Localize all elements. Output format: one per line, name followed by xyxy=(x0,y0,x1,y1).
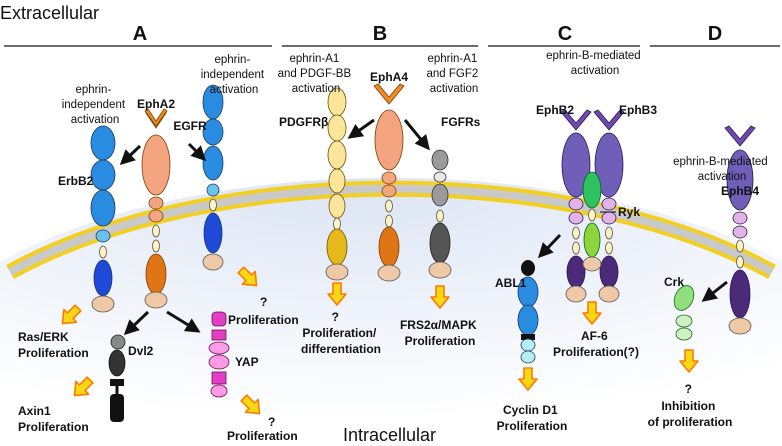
outcome-frs2-mapk: FRS2α/MAPK xyxy=(400,318,477,332)
label-abl1: ABL1 xyxy=(495,276,527,290)
note-c-line2: activation xyxy=(571,65,620,77)
abl1-adaptor xyxy=(517,260,539,364)
ephb2-receptor xyxy=(560,109,592,303)
label-erbb2: ErbB2 xyxy=(58,174,94,188)
label-ephb2: EphB2 xyxy=(536,103,574,117)
outcome-cyclin-d1: Cyclin D1 xyxy=(503,403,558,417)
egfr-receptor xyxy=(202,84,224,271)
outcome-ras-erk-proliferation: Proliferation xyxy=(18,346,89,360)
outcome-yap-question: ? xyxy=(268,415,275,429)
intracellular-label: Intracellular xyxy=(343,425,436,445)
label-ryk: Ryk xyxy=(618,205,640,219)
note-a-egfr-line3: activation xyxy=(210,84,259,96)
label-egfr: EGFR xyxy=(173,119,207,133)
note-a-egfr-line2: independent xyxy=(201,69,265,81)
extracellular-label: Extracellular xyxy=(0,3,99,23)
svg-text:ephrin-A1 and FGF2: ephrin-A1 and FGF2 activation xyxy=(427,53,482,95)
outcome-ras-erk: Ras/ERK xyxy=(18,330,69,344)
svg-text:FRS2α/MAPK Proliferation: FRS2α/MAPK Proliferation xyxy=(400,318,480,348)
note-b-fgf-line2: and FGF2 xyxy=(427,68,479,80)
note-b-fgf-line3: activation xyxy=(430,83,479,95)
svg-text:? Inhibition of pr: ? Inhibition of proliferation xyxy=(648,382,733,429)
dvl2-adaptor xyxy=(108,334,126,422)
outcome-pdgf-line1: Proliferation/ xyxy=(302,326,377,340)
svg-text:ephrin-B-mediated activa: ephrin-B-mediated activation xyxy=(546,50,644,77)
outcome-frs2-proliferation: Proliferation xyxy=(405,334,476,348)
panel-letter-b: B xyxy=(373,23,387,45)
label-crk: Crk xyxy=(664,275,684,289)
note-b-pdgf-line2: and PDGF-BB xyxy=(278,68,352,80)
outcome-yap-proliferation: Proliferation xyxy=(227,429,298,443)
note-a-egfr-line1: ephrin- xyxy=(214,54,250,66)
panel-letter-c: C xyxy=(558,23,572,45)
label-epha2: EphA2 xyxy=(137,97,175,111)
note-a-erbb2-line3: activation xyxy=(71,114,120,126)
fgfrs-receptor xyxy=(428,149,452,279)
outcome-cyclin-d1-proliferation: Proliferation xyxy=(497,419,568,433)
label-yap: YAP xyxy=(235,355,259,369)
note-b-fgf-line1: ephrin-A1 xyxy=(427,53,477,65)
outcome-af6: AF-6 xyxy=(581,329,608,343)
outcome-axin1-proliferation: Proliferation xyxy=(18,420,89,434)
outcome-pdgf-line2: differentiation xyxy=(301,342,381,356)
panel-d: ephrin-B-mediated activation EphB4 Crk ?… xyxy=(648,125,771,429)
outcome-egfr-question: ? xyxy=(260,295,267,309)
note-b-pdgf-line1: ephrin-A1 xyxy=(289,53,339,65)
svg-text:ephrin- independent: ephrin- independent activation xyxy=(62,84,129,126)
erbb2-receptor xyxy=(90,125,116,313)
note-d-line1: ephrin-B-mediated xyxy=(673,156,768,168)
outcome-af6-proliferation: Proliferation(?) xyxy=(553,345,639,359)
note-b-pdgf-line3: activation xyxy=(292,83,341,95)
svg-text:Axin1 Proliferation: Axin1 Proliferation xyxy=(18,404,89,434)
crk-adaptor xyxy=(673,285,695,341)
svg-text:? Proliferation/ d: ? Proliferation/ differentiation xyxy=(301,310,381,356)
label-epha4: EphA4 xyxy=(370,70,408,84)
label-ephb3: EphB3 xyxy=(619,103,657,117)
panel-c: ephrin-B-mediated activation EphB2 EphB3… xyxy=(495,50,657,433)
outcome-egfr-proliferation: Proliferation xyxy=(228,313,299,327)
svg-text:ephrin- independent: ephrin- independent activation xyxy=(201,54,268,96)
outcome-ephb4-line2: of proliferation xyxy=(648,415,733,429)
epha4-receptor xyxy=(373,83,405,282)
svg-text:ephrin-B-mediated activa: ephrin-B-mediated activation xyxy=(673,156,771,183)
pdgfrb-receptor xyxy=(325,87,349,281)
svg-text:? Proliferation: ? Proliferation xyxy=(228,295,299,327)
ephb4-receptor xyxy=(724,125,756,335)
svg-text:Cyclin D1 Proliferation: Cyclin D1 Proliferation xyxy=(497,403,568,433)
yap-adaptor xyxy=(208,311,230,398)
ryk-receptor xyxy=(582,171,602,272)
panel-letter-d: D xyxy=(708,23,722,45)
svg-text:Ras/ERK Proliferation: Ras/ERK Proliferation xyxy=(18,330,89,360)
outcome-ephb4-question: ? xyxy=(685,382,692,396)
outcome-pdgf-question: ? xyxy=(332,310,339,324)
panel-a: ephrin- independent activation ephrin- i… xyxy=(18,54,299,443)
label-pdgfrb: PDGFRβ xyxy=(279,115,328,129)
label-fgfrs: FGFRs xyxy=(441,115,481,129)
note-d-line2: activation xyxy=(698,171,747,183)
note-a-erbb2-line2: independent xyxy=(62,99,126,111)
outcome-ephb4-line1: Inhibition xyxy=(661,399,715,413)
outcome-axin1: Axin1 xyxy=(18,404,51,418)
svg-text:ephrin-A1 and PDGF-BB: ephrin-A1 and PDGF-BB activation xyxy=(278,53,355,95)
panel-b: ephrin-A1 and PDGF-BB activation ephrin-… xyxy=(278,53,482,356)
note-a-erbb2-line1: ephrin- xyxy=(75,84,111,96)
label-ephb4: EphB4 xyxy=(721,184,759,198)
epha2-receptor xyxy=(141,108,171,309)
note-c-line1: ephrin-B-mediated xyxy=(546,50,641,62)
panel-letter-a: A xyxy=(133,23,147,45)
svg-text:AF-6 Proliferation(?): AF-6 Proliferation(?) xyxy=(553,329,639,359)
label-dvl2: Dvl2 xyxy=(128,344,154,358)
svg-text:? Proliferation: ? Proliferation xyxy=(227,415,298,443)
